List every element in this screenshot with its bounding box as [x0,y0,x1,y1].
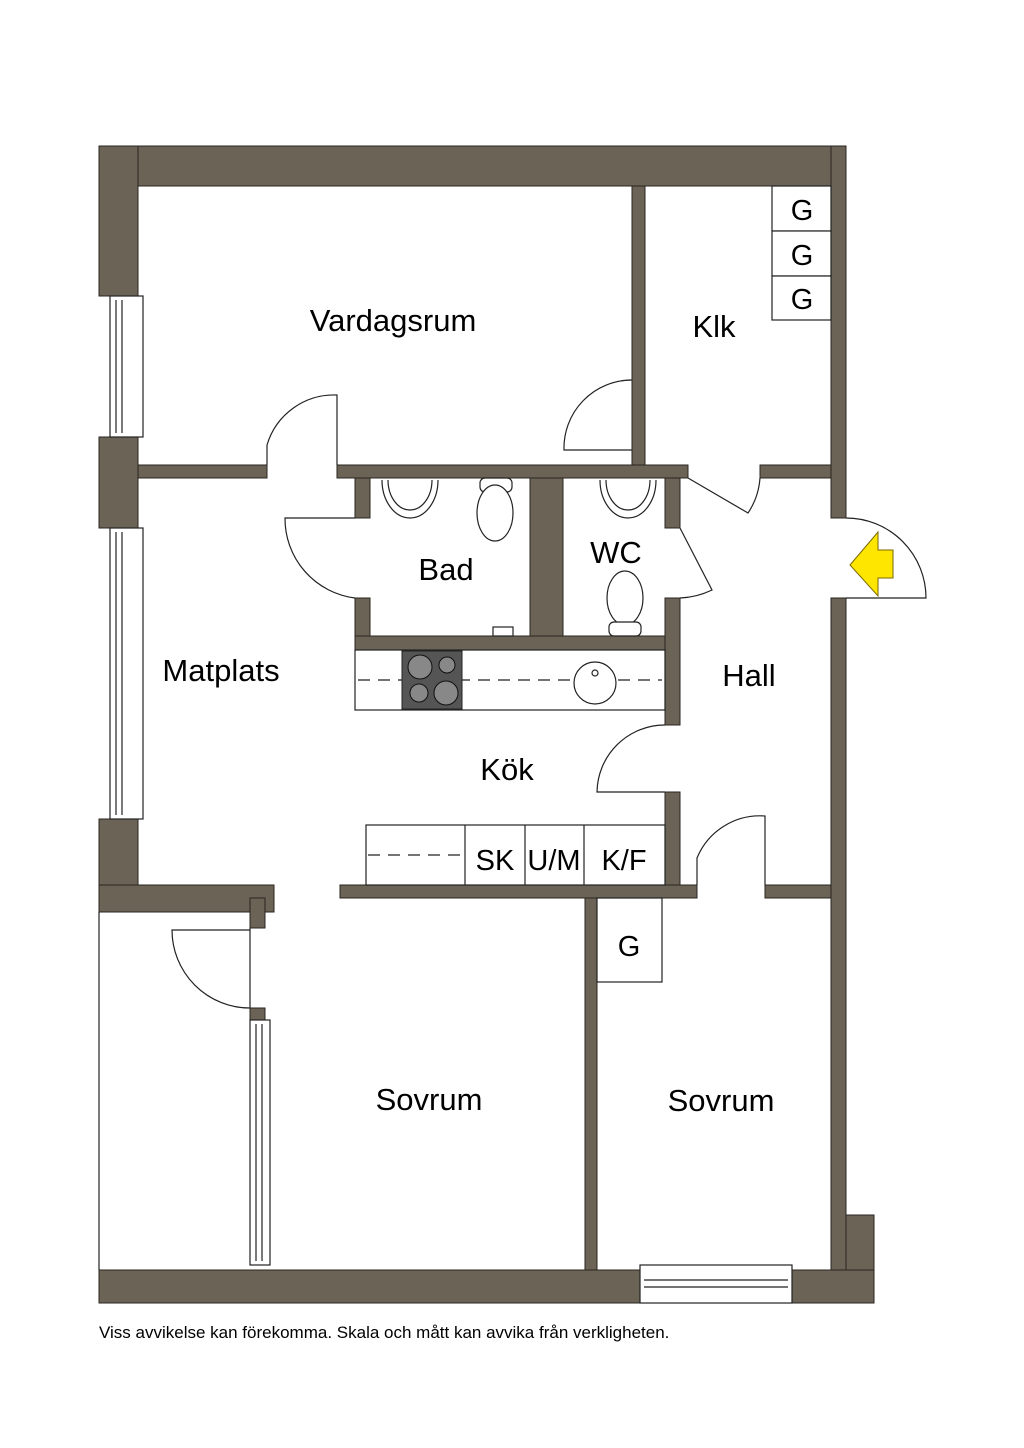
room-label-wc: WC [590,535,642,570]
room-label-sovrum: Sovrum [668,1083,775,1118]
sink-icon [573,661,617,705]
closet-label: G [791,195,814,227]
room-label-klk: Klk [692,309,736,344]
balcony [98,912,251,1270]
disclaimer-text: Viss avvikelse kan förekomma. Skala och … [99,1323,670,1342]
doors [171,379,927,1009]
entrance-arrow-icon [849,530,894,598]
walls [98,145,875,1304]
closet-label: G [791,284,814,316]
bathroom-fixtures [381,477,657,637]
room-label-vardagsrum: Vardagsrum [310,303,477,338]
kitchen-unit-label: SK [476,845,515,877]
kitchen-counter [354,649,666,886]
room-label-hall: Hall [722,658,775,693]
room-label-kok: Kök [480,752,534,787]
room-label-sovrum: Sovrum [376,1082,483,1117]
room-label-matplats: Matplats [162,653,279,688]
room-label-bad: Bad [418,552,473,587]
closet-label: G [791,240,814,272]
windows [109,295,793,1304]
kitchen-unit-label: U/M [527,845,580,877]
kitchen-unit-label: K/F [601,845,646,877]
closet-label: G [618,931,641,963]
closets [596,185,832,983]
